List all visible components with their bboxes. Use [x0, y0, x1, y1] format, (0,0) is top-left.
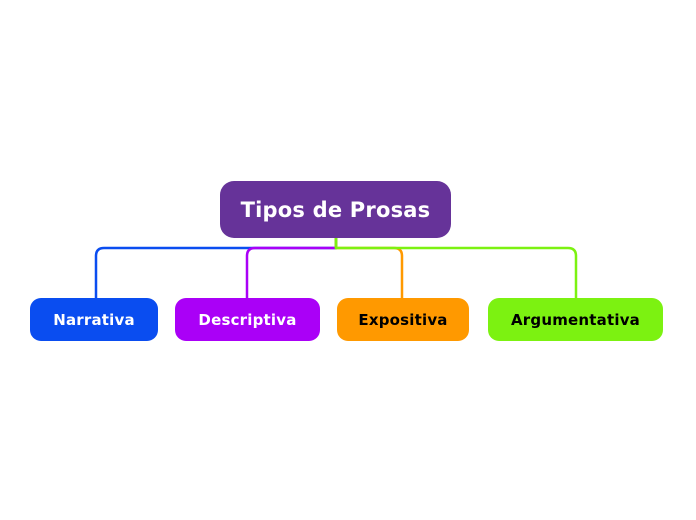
node-root-label: Tipos de Prosas	[240, 197, 431, 222]
node-child-descriptiva[interactable]: Descriptiva	[175, 298, 320, 341]
node-child-label: Narrativa	[53, 310, 135, 329]
node-child-label: Descriptiva	[198, 310, 297, 329]
connector-to-argumentativa	[334, 236, 578, 300]
node-child-argumentativa[interactable]: Argumentativa	[488, 298, 663, 341]
node-child-expositiva[interactable]: Expositiva	[337, 298, 469, 341]
connector-to-narrativa	[94, 236, 338, 300]
node-child-narrativa[interactable]: Narrativa	[30, 298, 158, 341]
node-child-label: Expositiva	[358, 310, 448, 329]
connector-paths	[94, 236, 578, 300]
node-child-label: Argumentativa	[510, 310, 640, 329]
connector-to-descriptiva	[245, 236, 338, 300]
node-root-tipos-de-prosas[interactable]: Tipos de Prosas	[220, 181, 451, 238]
